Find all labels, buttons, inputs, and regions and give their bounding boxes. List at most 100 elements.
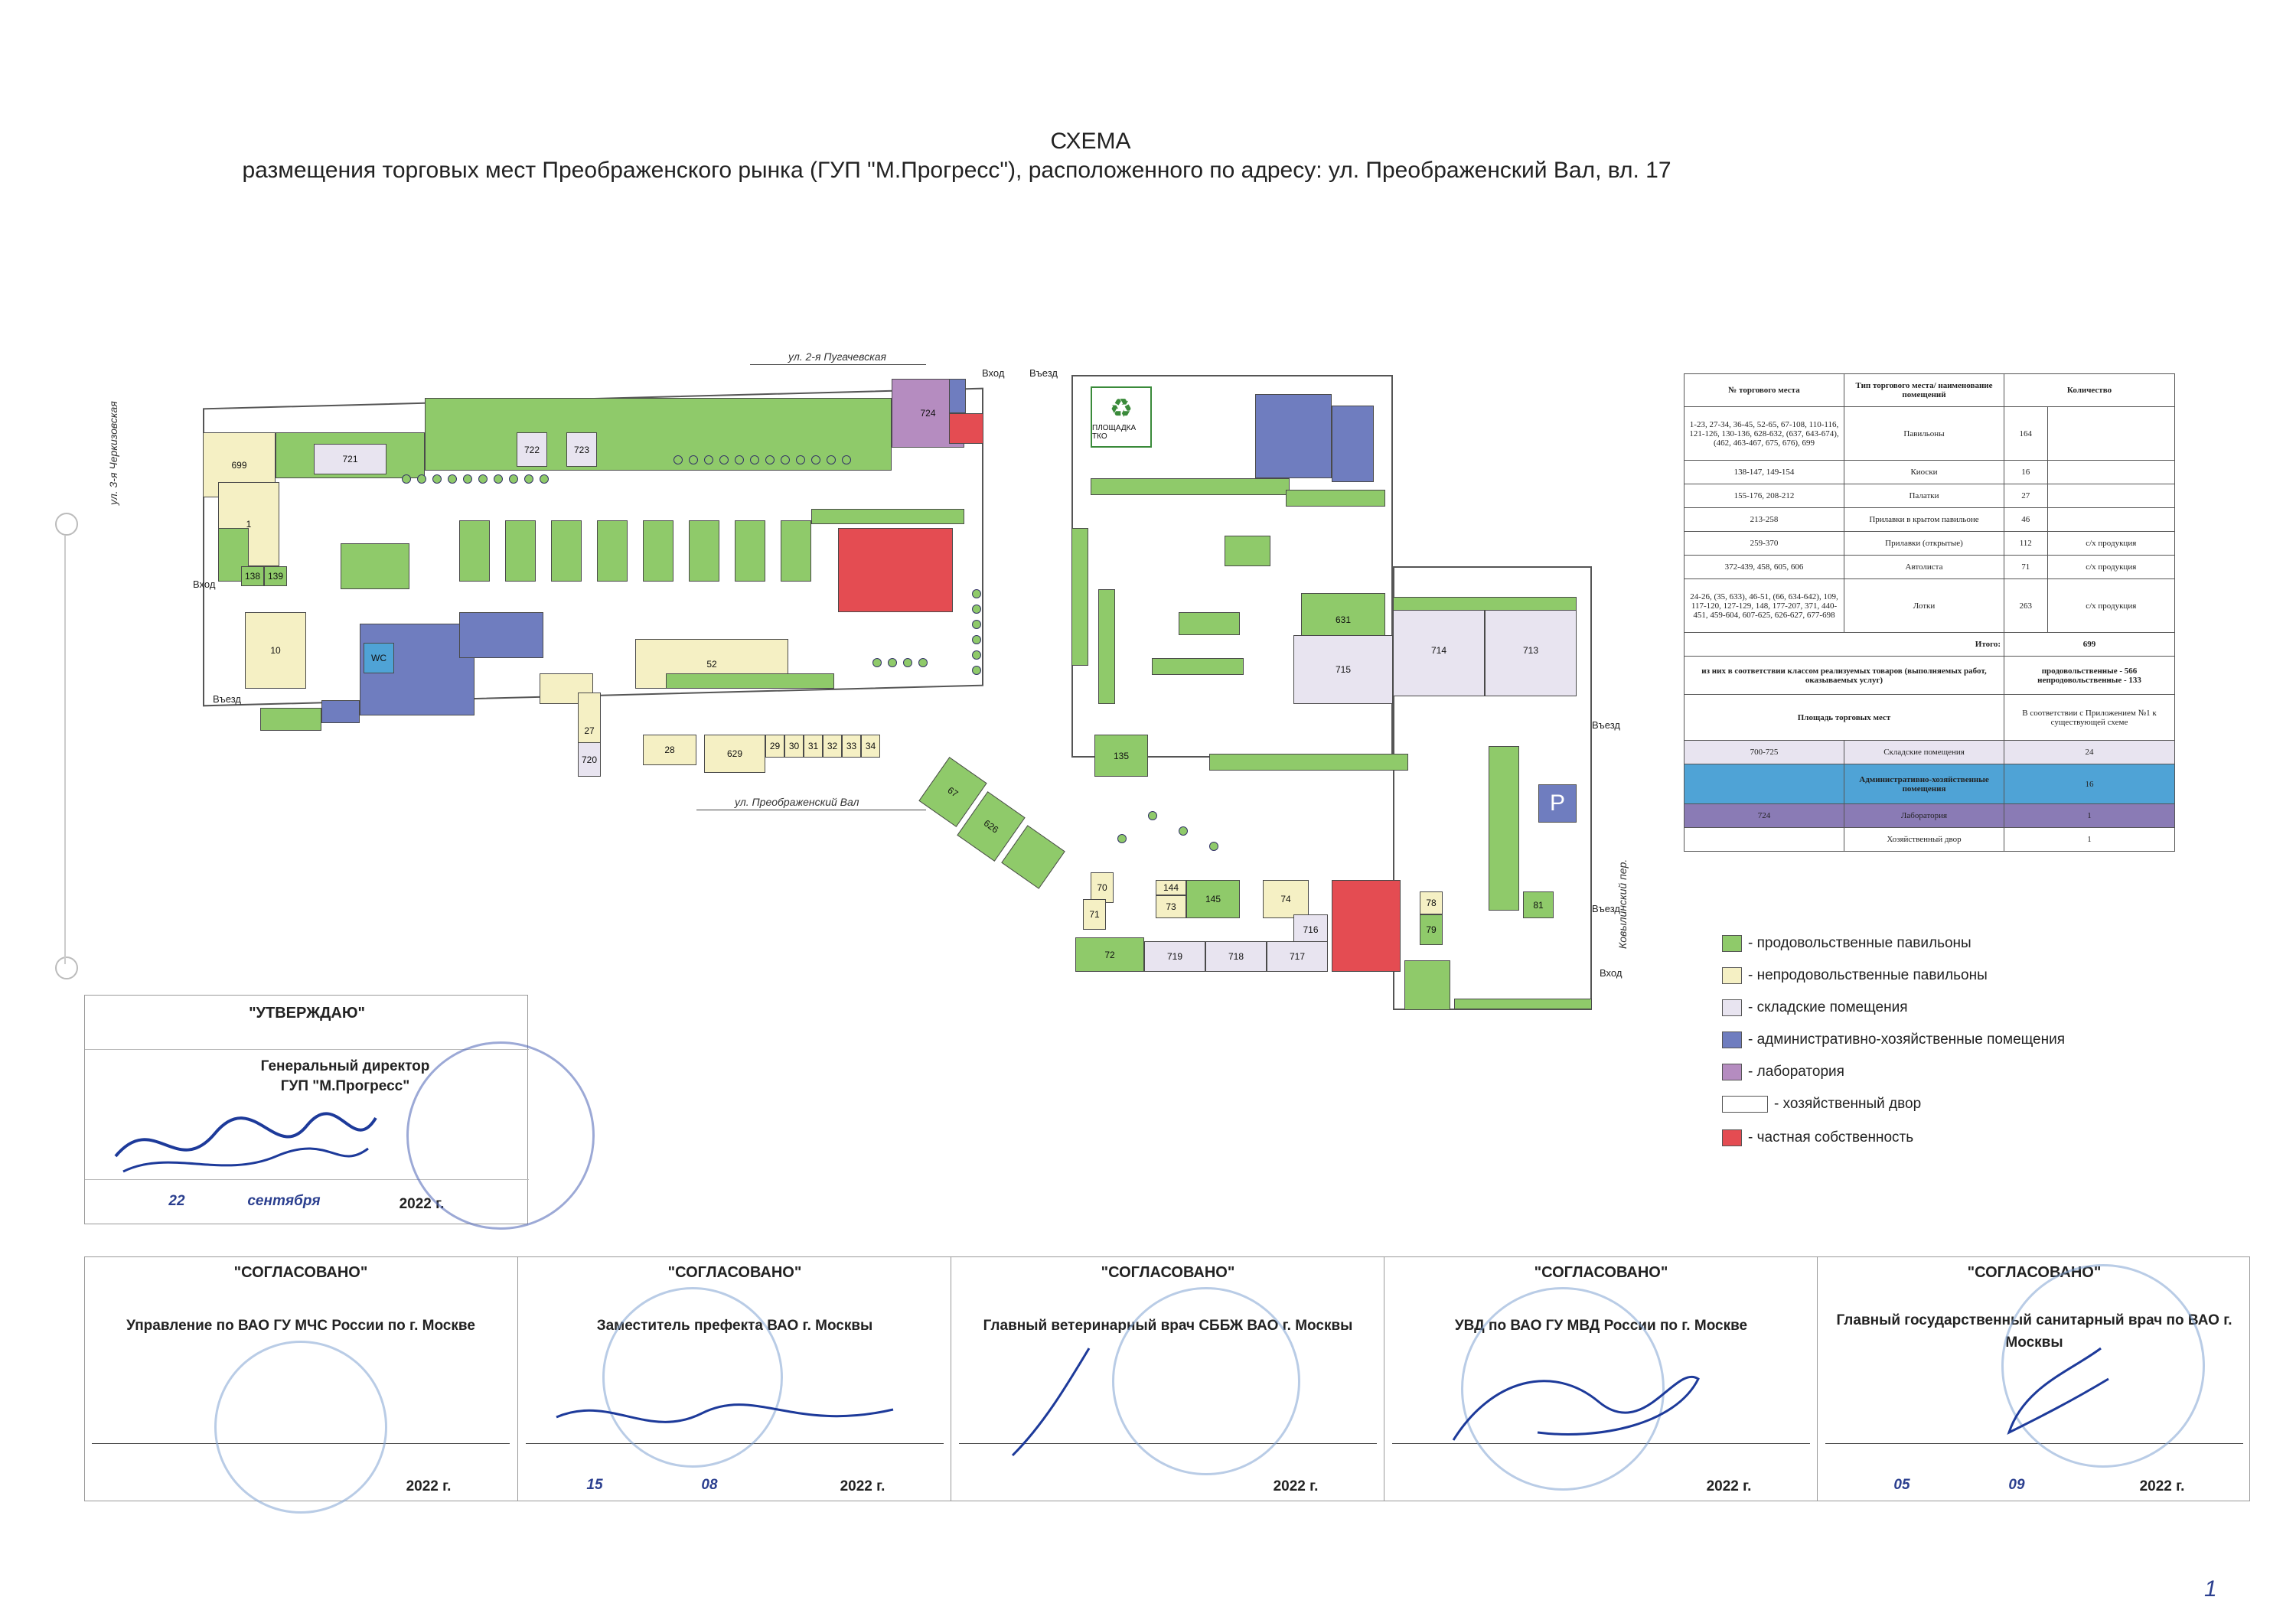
block: 78 xyxy=(1420,891,1443,914)
stamp-icon xyxy=(1112,1287,1300,1475)
waste-area-sign: ♻ ПЛОЩАДКА ТКО xyxy=(1091,386,1152,448)
market-stall xyxy=(888,658,897,667)
market-stall xyxy=(432,474,442,484)
block: 34 xyxy=(861,735,880,758)
admin-block xyxy=(949,379,966,413)
market-stall xyxy=(524,474,533,484)
binding-line xyxy=(64,536,66,964)
market-map: ул. 2-я Пугачевская ул. 3-я Черкизовская… xyxy=(107,350,1629,1010)
market-stall xyxy=(765,455,775,464)
agreement-block: "СОГЛАСОВАНО" Главный ветеринарный врач … xyxy=(951,1256,1384,1501)
block: 713 xyxy=(1485,605,1577,696)
table-row: Площадь торговых мест В соответствии с П… xyxy=(1684,694,2175,741)
market-stall xyxy=(463,474,472,484)
block: 714 xyxy=(1393,605,1485,696)
legend-item: - хозяйственный двор xyxy=(1722,1096,1921,1113)
block: 722 xyxy=(517,432,547,467)
market-stall xyxy=(689,455,698,464)
block: 31 xyxy=(804,735,823,758)
page-mark: 1 xyxy=(2204,1576,2217,1602)
admin-block xyxy=(459,612,543,658)
stall-row xyxy=(1152,658,1244,675)
entrance-label: Въезд xyxy=(1592,719,1621,731)
table-header-cell: Тип торгового места/ наименование помеще… xyxy=(1844,373,2004,407)
stall-row xyxy=(735,520,765,582)
block: 723 xyxy=(566,432,597,467)
entrance-label: Вход xyxy=(982,367,1005,379)
market-stall xyxy=(402,474,411,484)
block: 716 xyxy=(1293,914,1328,945)
block: 28 xyxy=(643,735,696,765)
road-label: ул. Преображенский Вал xyxy=(735,796,859,808)
block: 718 xyxy=(1205,941,1267,972)
legend-item: - лаборатория xyxy=(1722,1064,1844,1080)
block: 74 xyxy=(1263,880,1309,918)
stall-row xyxy=(1454,999,1592,1009)
entrance-label: Въезд xyxy=(1029,367,1058,379)
table-row: 1-23, 27-34, 36-45, 52-65, 67-108, 110-1… xyxy=(1684,406,2176,461)
private-block xyxy=(949,413,983,444)
admin-block xyxy=(1255,394,1332,478)
block: 79 xyxy=(1420,914,1443,945)
stall-row xyxy=(1286,490,1385,507)
legend-item: - частная собственность xyxy=(1722,1129,1913,1146)
market-stall xyxy=(972,605,981,614)
block xyxy=(1404,960,1450,1010)
punch-hole-icon xyxy=(55,513,78,536)
market-stall xyxy=(972,620,981,629)
recycle-icon: ♻ xyxy=(1109,394,1133,423)
signature xyxy=(556,1403,894,1423)
stall-row xyxy=(459,520,490,582)
punch-hole-icon xyxy=(55,957,78,979)
legend-item: - складские помещения xyxy=(1722,999,1908,1016)
restroom-icon: WC xyxy=(364,643,394,673)
agreement-block: "СОГЛАСОВАНО" Заместитель префекта ВАО г… xyxy=(517,1256,951,1501)
block: 72 xyxy=(1075,937,1144,972)
private-block xyxy=(1332,880,1401,972)
table-total-row: Итого: 699 xyxy=(1684,632,2175,657)
market-stall xyxy=(842,455,851,464)
agreements-row xyxy=(84,1256,2250,1501)
stamp-icon xyxy=(2001,1264,2205,1468)
block: 135 xyxy=(1094,735,1148,777)
stall-row xyxy=(643,520,673,582)
legend-item: - административно-хозяйственные помещени… xyxy=(1722,1031,2065,1048)
block: 70 xyxy=(1091,872,1114,903)
stamp-icon xyxy=(602,1287,783,1468)
stall-row xyxy=(666,673,834,689)
table-header-cell: № торгового места xyxy=(1684,373,1844,407)
market-stall xyxy=(872,658,882,667)
stall-row xyxy=(505,520,536,582)
road-label: ул. 3-я Черкизовская xyxy=(107,401,119,505)
block: 721 xyxy=(314,444,386,474)
market-stall xyxy=(811,455,820,464)
block: 81 xyxy=(1523,891,1554,918)
agreement-block: "СОГЛАСОВАНО" Главный государственный са… xyxy=(1817,1256,2251,1501)
stall-row xyxy=(1209,754,1408,771)
admin-block xyxy=(1332,406,1374,482)
market-stall xyxy=(903,658,912,667)
market-stall xyxy=(673,455,683,464)
stall-row xyxy=(597,520,628,582)
market-stall xyxy=(704,455,713,464)
table-row: Хозяйственный двор 1 xyxy=(1684,827,2175,852)
block: 144 xyxy=(1156,880,1186,895)
admin-block xyxy=(321,700,360,723)
private-block xyxy=(838,528,953,612)
legend-item: - продовольственные павильоны xyxy=(1722,935,1971,952)
block: 30 xyxy=(784,735,804,758)
market-stall xyxy=(1209,842,1218,851)
market-stall xyxy=(972,666,981,675)
market-stall xyxy=(509,474,518,484)
table-row: 24-26, (35, 633), 46-51, (66, 634-642), … xyxy=(1684,578,2176,633)
table-row: из них в соответствии классом реализуемы… xyxy=(1684,656,2175,695)
block: 139 xyxy=(264,566,287,586)
table-header-row: № торгового места Тип торгового места/ н… xyxy=(1684,373,2175,407)
stall-row xyxy=(1098,589,1115,704)
market-stall xyxy=(448,474,457,484)
